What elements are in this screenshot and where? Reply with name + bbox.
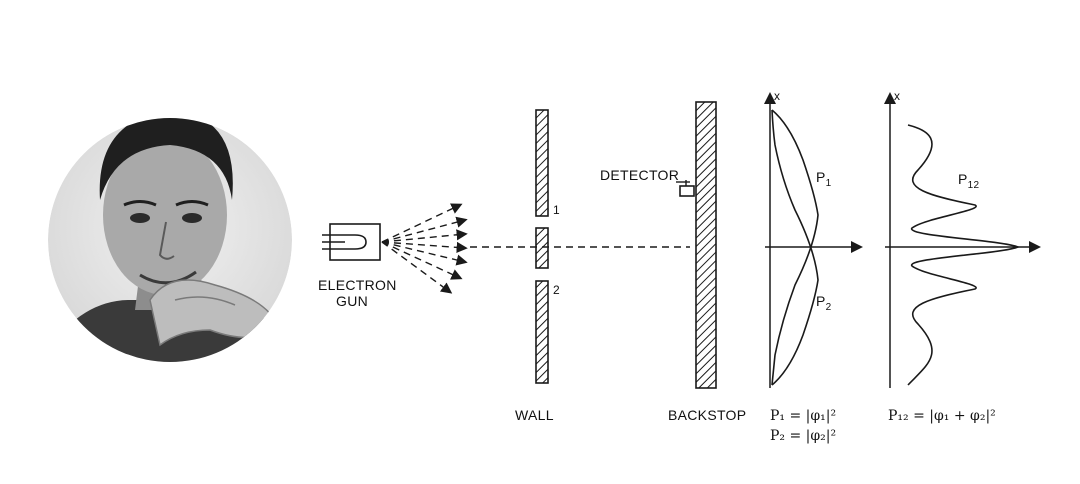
left-axis-x-label: x bbox=[774, 89, 780, 103]
electron-gun bbox=[322, 224, 380, 260]
graph-p12 bbox=[885, 95, 1038, 388]
graph-p1-p2 bbox=[765, 95, 860, 388]
curve-p12 bbox=[908, 125, 1018, 385]
p12-label: P12 bbox=[958, 171, 980, 191]
equation-p2: P₂ = |φ₂|² bbox=[770, 428, 836, 444]
electron-gun-label-1: ELECTRON bbox=[318, 277, 397, 293]
labels: ELECTRON GUN WALL BACKSTOP DETECTOR 1 2 … bbox=[318, 89, 996, 444]
right-axis-x-label: x bbox=[894, 89, 900, 103]
equation-p1: P₁ = |φ₁|² bbox=[770, 408, 836, 424]
detector-label: DETECTOR bbox=[600, 167, 679, 183]
equation-p12: P₁₂ = |φ₁ + φ₂|² bbox=[888, 408, 996, 424]
backstop-label: BACKSTOP bbox=[668, 407, 746, 423]
wall-label: WALL bbox=[515, 407, 554, 423]
backstop bbox=[696, 102, 716, 388]
electron-gun-label-2: GUN bbox=[336, 293, 368, 309]
p1-label: P1 bbox=[816, 169, 832, 189]
portrait-photo bbox=[30, 110, 310, 380]
slit-2-label: 2 bbox=[553, 283, 560, 297]
wall bbox=[536, 110, 548, 383]
slit-1-label: 1 bbox=[553, 203, 560, 217]
p2-label: P2 bbox=[816, 293, 832, 313]
